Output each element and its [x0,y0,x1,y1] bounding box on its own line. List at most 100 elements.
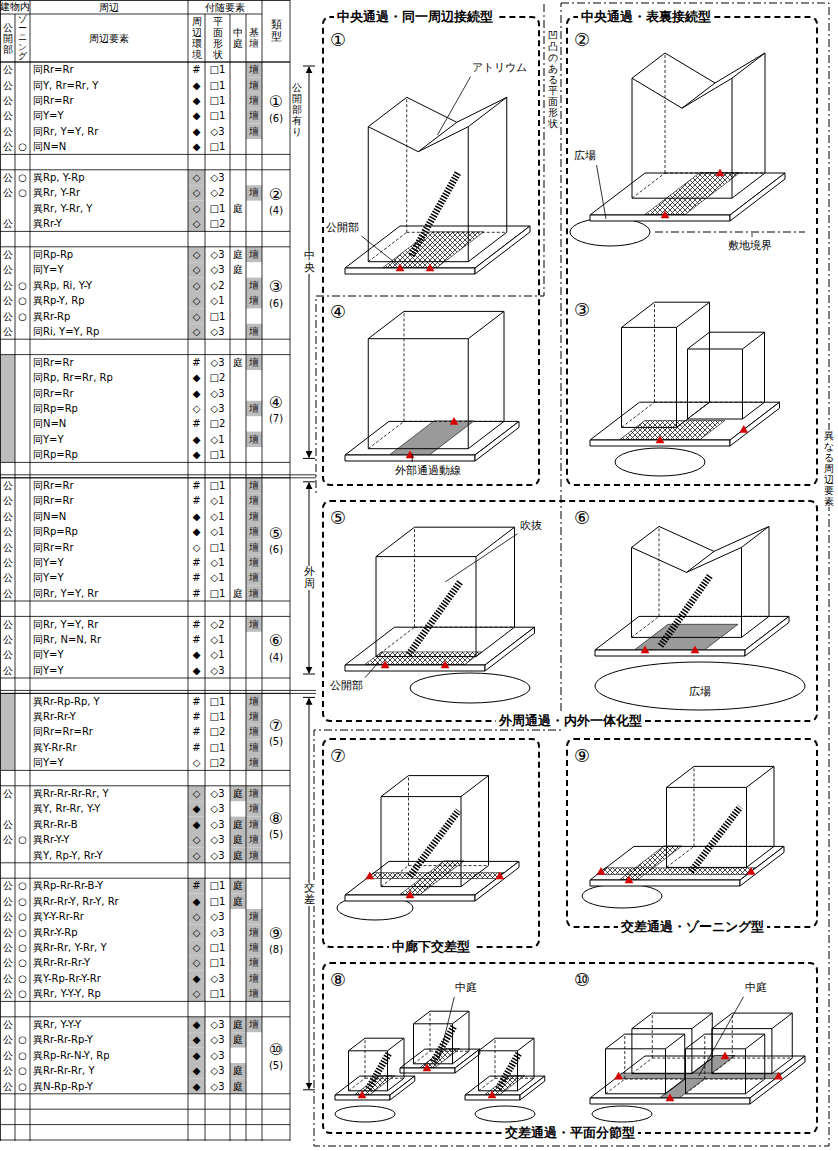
hidden-edge [665,173,765,174]
entrance-arrow [661,211,669,218]
table-cell: # [192,64,200,75]
table-cell: ◇2 [210,187,224,198]
type-group-box: 中央通過・同一周辺接続型 [322,16,540,486]
shaded-cell [246,93,262,108]
floor-area [365,652,482,665]
building-edge [349,1050,388,1051]
table-cell: 同Rr=Rr [33,542,74,553]
table-cell: 壇 [249,357,259,368]
building-edge [742,616,770,637]
shaded-cell [188,986,205,1001]
building-edge [368,261,468,262]
table-cell: ◇3 [210,126,224,137]
callout-number: ⑩ [574,970,590,990]
shaded-cell [188,1078,205,1093]
building-edge [518,1078,535,1091]
table-rule [188,0,189,1141]
table-cell: 異Rp-Rr-N-Y, Rp [33,1050,110,1061]
building-edge [476,557,477,657]
region-label: 凹凸のある平面形状 [548,30,558,129]
table-cell: ◇ [193,988,201,999]
table-cell: # [192,588,200,599]
table-cell: 同Y, Rr=Rr, Y [33,80,98,91]
podium-side [345,268,475,274]
building-edge [495,1038,534,1039]
building-edge [714,526,769,551]
table-cell: ◆ [193,1050,201,1061]
type-group-box: 交差通過・平面分節型 [322,962,818,1134]
hidden-edge [686,1079,705,1094]
table-cell: 異Rr-Rp [33,311,70,322]
type-count: (6) [269,113,283,124]
hidden-edge [625,1079,685,1080]
annotation: 敷地境界 [728,240,772,252]
entrance-arrow [666,1094,674,1101]
table-cell: □2 [210,757,226,768]
table-cell: 庭 [233,264,243,275]
table-cell: 公 [3,834,13,845]
leader-line [445,534,517,582]
building-edge [667,867,747,868]
annotation: 公開部 [326,222,359,234]
table-cell: ◇ [193,957,201,968]
shaded-cell [246,324,262,339]
building-edge [453,1011,470,1024]
table-cell: 異Rr-Rp-Rp, Y [33,696,100,707]
header-cell: 公開部 [3,22,13,55]
table-cell: 公 [3,187,13,198]
table-cell: ◇ [193,788,201,799]
callout-number: ⑦ [330,746,346,766]
table-cell: ◇3 [210,788,224,799]
type-title: 中廊下交差型 [389,939,473,956]
building-edge [418,122,457,151]
podium-top [345,627,535,665]
table-cell: 同Rr=Rr=Rr [33,726,93,737]
table-cell: 壇 [249,511,259,522]
table-cell: ○ [18,295,27,306]
building-edge [468,232,507,261]
callout-number: ② [574,30,590,50]
table-cell: ◇ [193,264,201,275]
building-edge [682,83,715,108]
shaded-cell [230,894,246,909]
type-number: ⑨ [269,925,283,943]
table-rule [15,14,16,1141]
table-rule [0,354,290,355]
building-edge [488,776,489,866]
shaded-cell [188,894,205,909]
stair-symbol [691,807,740,872]
type-count: (8) [269,944,283,955]
table-cell: ◇1 [210,634,224,645]
table-cell: ◇1 [210,526,224,537]
table-cell: 公 [3,819,13,830]
shaded-cell [188,801,205,816]
table-cell: 異Y-Rp-Rr-Y-Rr [33,973,101,984]
table-cell: 公 [3,1081,13,1092]
axis-tick [303,481,315,482]
table-cell: □1 [210,896,226,907]
table-rule [0,462,290,463]
table-cell: ◆ [193,95,201,106]
building-edge [504,311,505,421]
table-cell: 公 [3,480,13,491]
type-count: (5) [269,829,283,840]
podium-side [345,665,485,671]
building-edge [745,1049,746,1094]
shaded-cell [246,940,262,955]
callout-number: ⑧ [330,970,346,990]
entrance-arrow [747,868,755,875]
table-cell: ◇ [193,542,201,553]
table-cell: ◇1 [210,572,224,583]
annotation: 広場 [574,150,596,162]
shaded-cell [246,1017,262,1032]
table-cell: 庭 [233,1019,243,1030]
table-cell: 公 [3,572,13,583]
table-cell: ◇1 [210,649,224,660]
table-cell: 公 [3,665,13,676]
table-cell: ◇3 [210,1050,224,1061]
table-cell: ◇3 [210,172,224,183]
entrance-arrow [406,451,414,458]
axis-note: 公開部有り [292,82,302,137]
table-cell: 公 [3,988,13,999]
